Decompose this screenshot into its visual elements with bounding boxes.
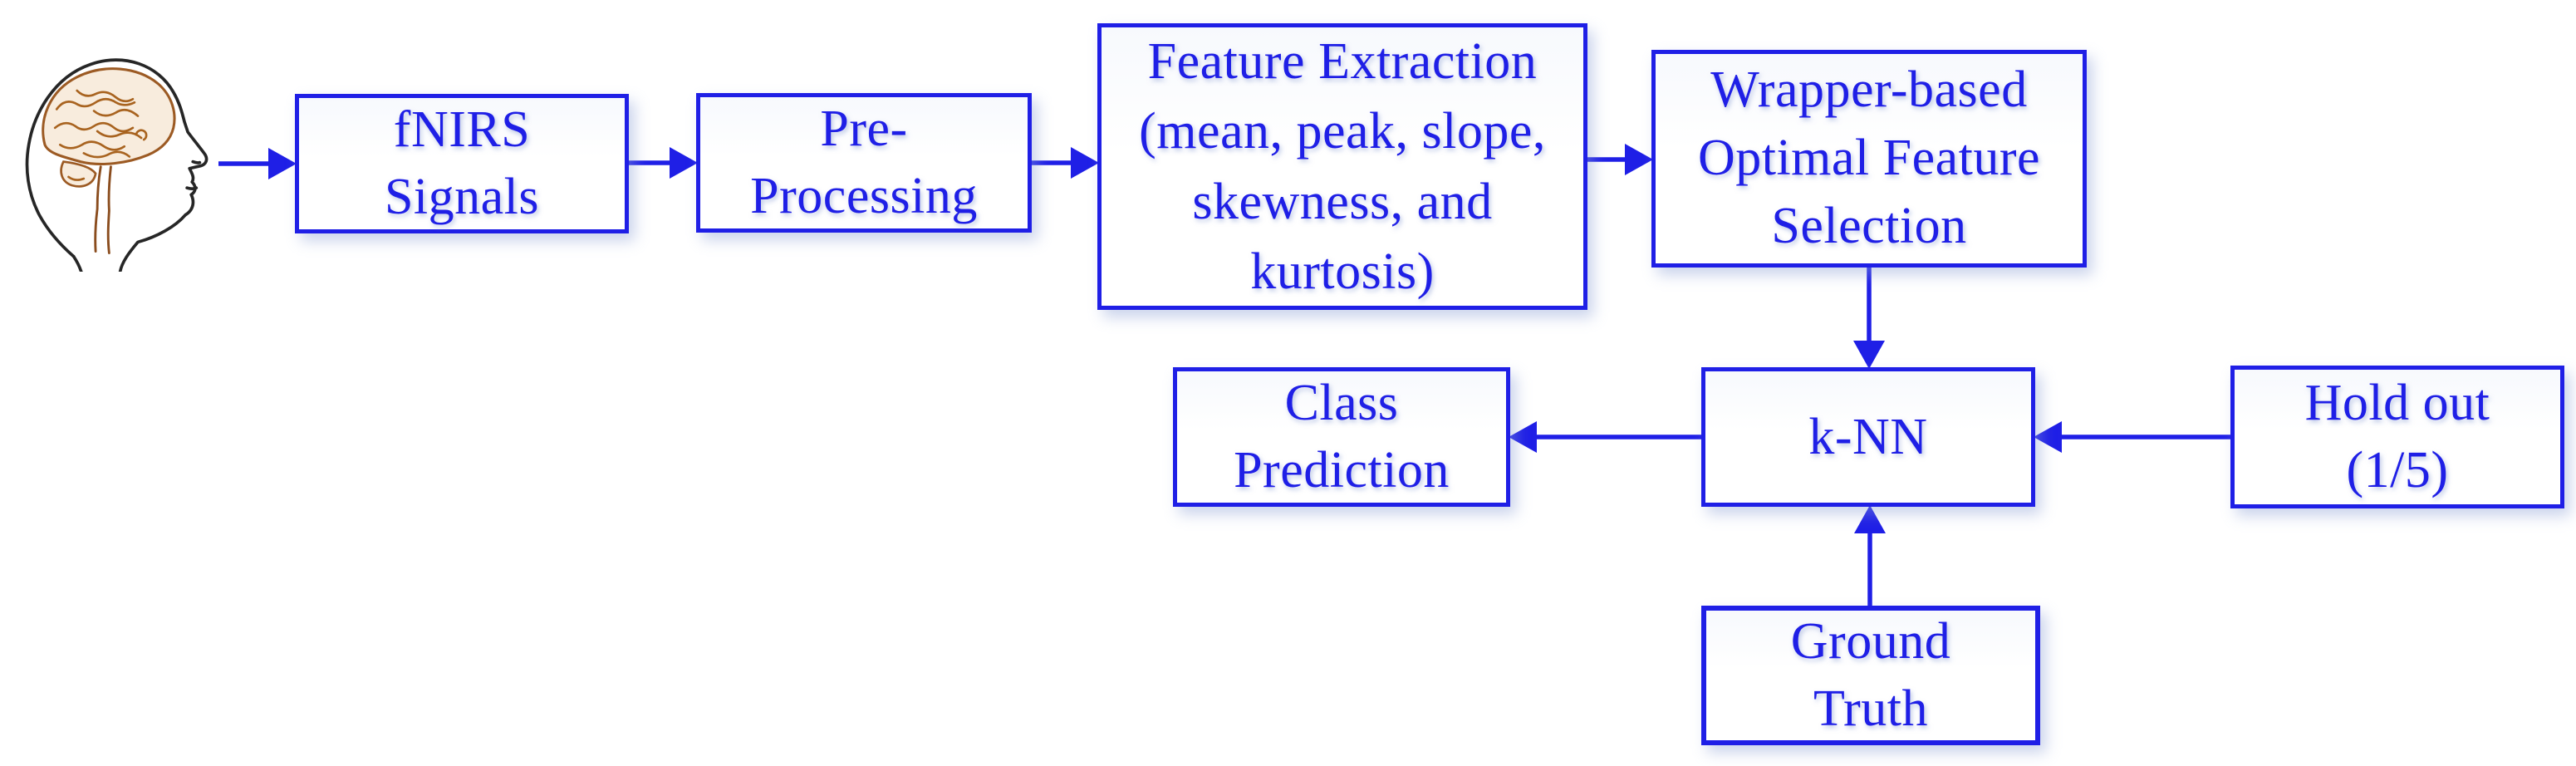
arrow-head-preproc-to-feature: [1071, 147, 1099, 179]
node-wrapper-selection-label: Wrapper-based Optimal Feature Selection: [1697, 61, 2041, 254]
arrow-head-wrapper-to-knn: [1853, 341, 1885, 369]
brain-illustration: [42, 67, 176, 255]
arrow-head-groundtruth-to-knn: [1854, 505, 1886, 533]
head-outline: [25, 58, 209, 272]
node-ground-truth-label: Ground Truth: [1790, 613, 1951, 737]
arrow-head-holdout-to-knn: [2034, 421, 2062, 453]
arrow-head-head-to-fnirs: [268, 148, 297, 179]
node-feature-extraction: Feature Extraction (mean, peak, slope, s…: [1097, 23, 1587, 310]
arrow-head-feature-to-wrapper: [1625, 144, 1653, 175]
arrow-head-fnirs-to-preproc: [670, 147, 698, 179]
node-feature-extraction-label: Feature Extraction (mean, peak, slope, s…: [1139, 32, 1546, 300]
node-wrapper-selection: Wrapper-based Optimal Feature Selection: [1651, 50, 2087, 268]
node-knn-label: k-NN: [1808, 408, 1928, 465]
node-fnirs: fNIRS Signals: [295, 94, 629, 233]
node-fnirs-label: fNIRS Signals: [384, 101, 540, 225]
node-holdout: Hold out (1/5): [2230, 366, 2564, 508]
node-ground-truth: Ground Truth: [1701, 606, 2040, 745]
head-brain-icon: [25, 58, 209, 272]
node-knn: k-NN: [1701, 367, 2035, 507]
node-holdout-label: Hold out (1/5): [2304, 375, 2490, 498]
node-class-prediction-label: Class Prediction: [1234, 375, 1450, 498]
node-preprocessing: Pre- Processing: [696, 93, 1032, 233]
arrow-head-knn-to-classpred: [1509, 421, 1537, 453]
node-class-prediction: Class Prediction: [1173, 367, 1510, 507]
node-preprocessing-label: Pre- Processing: [750, 101, 978, 224]
